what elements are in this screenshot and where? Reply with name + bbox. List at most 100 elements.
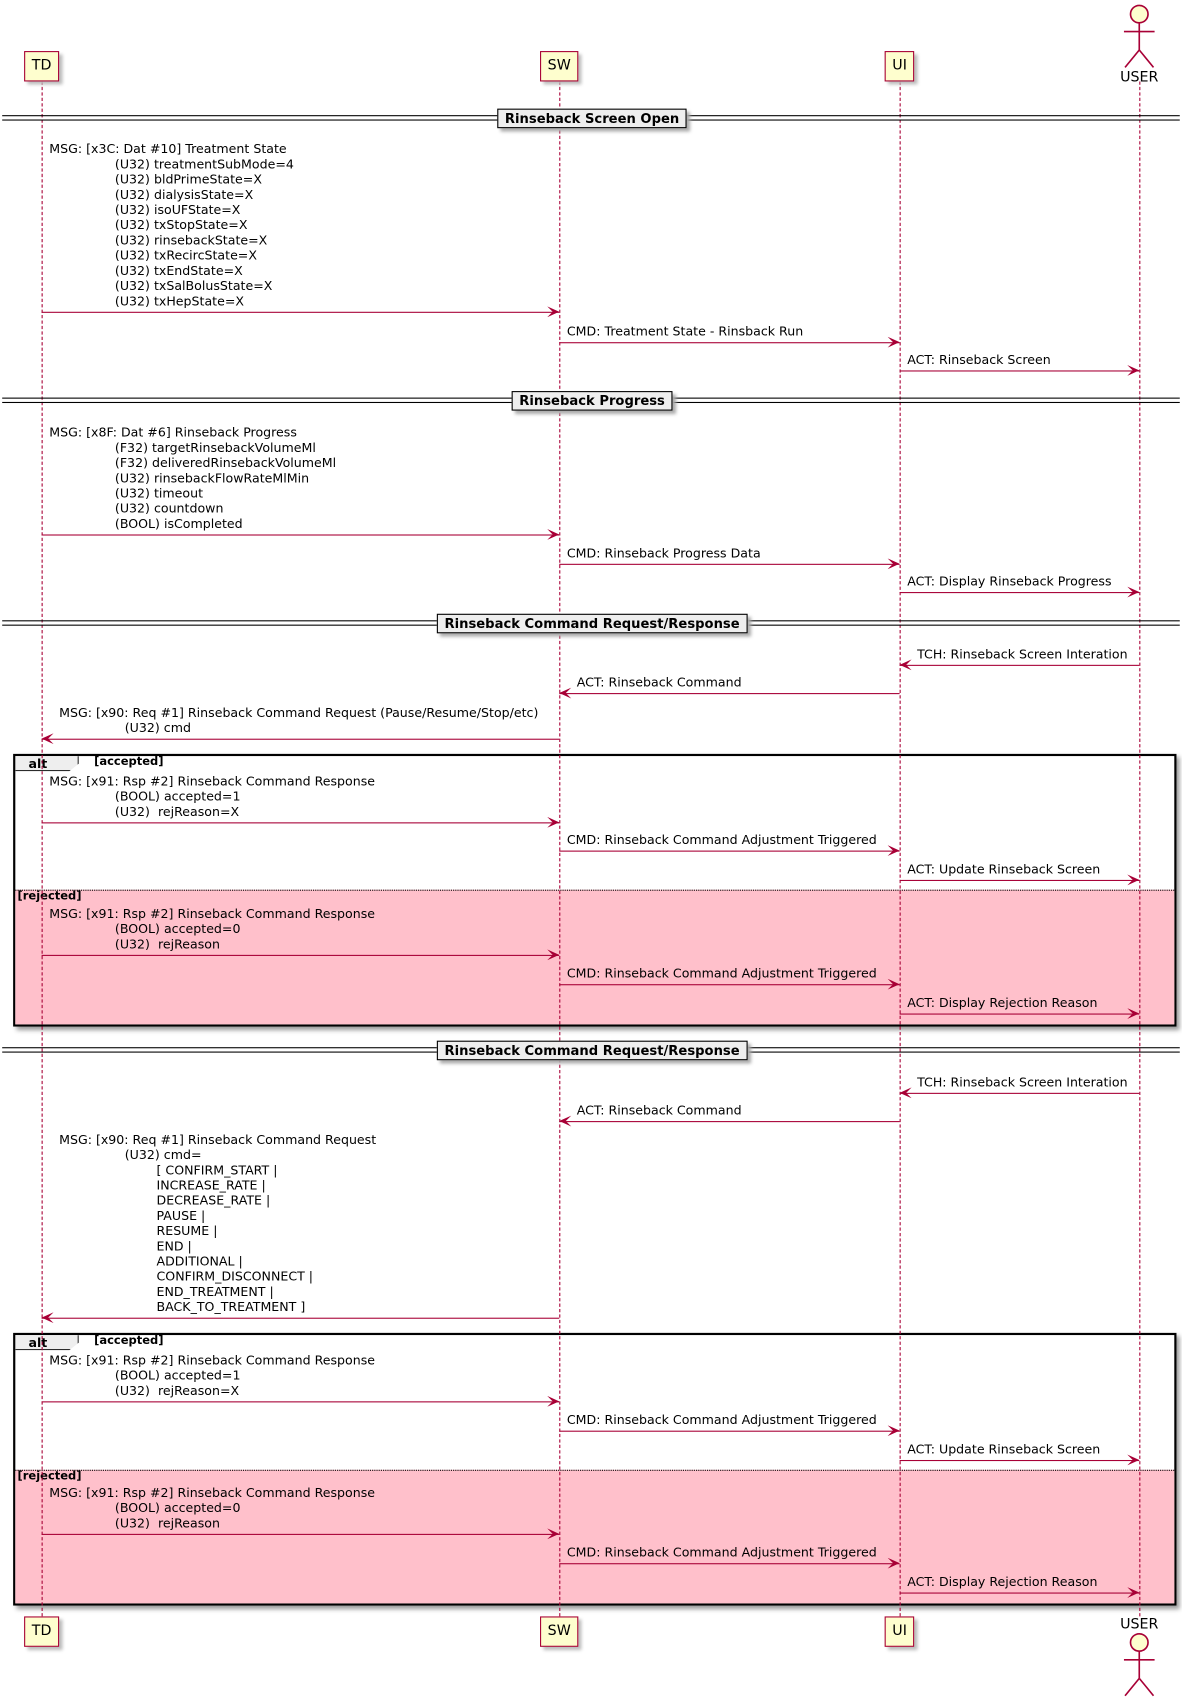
participant-sw-bottom: SW [540, 1616, 579, 1647]
participant-sw-top: SW [540, 51, 579, 82]
message-text: CONFIRM_DISCONNECT | [156, 1268, 314, 1285]
message-arrow [559, 1563, 900, 1565]
message-arrow [899, 370, 1140, 372]
message-arrow [899, 1013, 1140, 1015]
message-text: (BOOL) isCompleted [114, 515, 243, 532]
message-arrow [41, 738, 560, 740]
message-text: ACT: Update Rinseback Screen [907, 1441, 1101, 1457]
message-text: (BOOL) accepted=0 [114, 921, 241, 937]
arrowhead-icon [559, 1115, 572, 1127]
message-text: BACK_TO_TREATMENT ] [156, 1299, 306, 1315]
guard-accepted: [accepted] [94, 1333, 164, 1348]
arrowhead-icon [547, 949, 560, 961]
arrowhead-icon [559, 687, 572, 699]
actor-icon-top [1123, 4, 1155, 68]
message-arrow [899, 1092, 1140, 1094]
message-text: (U32) bldPrimeState=X [114, 171, 262, 187]
message-text: (U32) rejReason [114, 936, 220, 952]
message-text: (U32) cmd= [124, 1147, 202, 1163]
message-text: (U32) treatmentSubMode=4 [114, 156, 294, 172]
message-arrow [41, 954, 560, 956]
arrowhead-icon [1127, 874, 1140, 886]
arrowhead-icon [899, 1087, 912, 1099]
message-text: CMD: Rinseback Command Adjustment Trigge… [566, 965, 877, 981]
rejected-branch [15, 1469, 1175, 1604]
message-text: ACT: Rinseback Command [576, 1102, 742, 1118]
message-text: (U32) rejReason=X [114, 803, 240, 820]
message-text: TCH: Rinseback Screen Interation [917, 646, 1128, 662]
arrowhead-icon [899, 659, 912, 671]
message-text: ACT: Display Rinseback Progress [907, 573, 1112, 589]
message-text: MSG: [x90: Req #1] Rinseback Command Req… [59, 705, 539, 721]
message-text: ACT: Display Rejection Reason [907, 995, 1098, 1011]
message-text: CMD: Rinseback Progress Data [566, 545, 761, 561]
message-text: ADDITIONAL | [156, 1253, 243, 1269]
participant-td-top: TD [24, 51, 60, 82]
arrowhead-icon [1127, 1008, 1140, 1019]
message-text: MSG: [x91: Rsp #2] Rinseback Command Res… [49, 773, 376, 789]
message-arrow [559, 984, 900, 986]
alt-keyword: alt [15, 756, 79, 772]
lifeline-td [41, 81, 43, 1617]
message-text: MSG: [x90: Req #1] Rinseback Command Req… [59, 1131, 377, 1148]
message-arrow [559, 342, 900, 344]
message-text: MSG: [x91: Rsp #2] Rinseback Command Res… [49, 905, 376, 922]
message-text: (U32) txEndState=X [114, 262, 243, 279]
message-text: (BOOL) accepted=1 [114, 1367, 241, 1383]
message-text: CMD: Rinseback Command Adjustment Trigge… [566, 1544, 877, 1560]
message-arrow [41, 311, 560, 313]
message-arrow [899, 592, 1140, 594]
message-text: END | [156, 1238, 192, 1254]
alt-fragment: alt [13, 1332, 1177, 1606]
message-text: (U32) countdown [114, 500, 224, 516]
message-text: END_TREATMENT | [156, 1284, 274, 1300]
section-title: Rinseback Command Request/Response [436, 613, 748, 634]
message-text: (F32) deliveredRinsebackVolumeMl [114, 455, 337, 471]
message-text: (U32) txRecircState=X [114, 247, 257, 263]
message-arrow [559, 693, 900, 695]
arrowhead-icon [887, 336, 900, 348]
message-text: [ CONFIRM_START | [156, 1162, 278, 1178]
message-text: ACT: Rinseback Command [576, 674, 742, 690]
section-title: Rinseback Screen Open [497, 108, 687, 129]
arrowhead-icon [547, 529, 560, 540]
participant-td-bottom: TD [24, 1616, 60, 1647]
alt-fragment: alt [13, 753, 1177, 1027]
lifeline-sw [559, 81, 561, 1617]
lifeline-ui [899, 81, 901, 1617]
message-arrow [41, 822, 560, 824]
lifeline-user [1139, 81, 1141, 1617]
message-text: ACT: Update Rinseback Screen [907, 861, 1101, 877]
message-text: MSG: [x3C: Dat #10] Treatment State [49, 141, 287, 157]
participant-ui-bottom: UI [884, 1616, 915, 1647]
arrowhead-icon [1127, 586, 1140, 598]
guard-rejected: [rejected] [17, 889, 82, 903]
message-arrow [41, 1401, 560, 1403]
arrowhead-icon [887, 1425, 900, 1437]
message-text: (U32) cmd [124, 720, 191, 736]
section-title: Rinseback Command Request/Response [436, 1040, 748, 1061]
message-text: DECREASE_RATE | [156, 1192, 271, 1208]
message-text: CMD: Treatment State - Rinsback Run [566, 323, 804, 339]
arrowhead-icon [41, 733, 54, 745]
actor-icon-bottom [1123, 1632, 1155, 1697]
message-text: (U32) rejReason=X [114, 1382, 240, 1399]
message-text: (BOOL) accepted=1 [114, 788, 241, 804]
arrowhead-icon [887, 845, 900, 857]
arrowhead-icon [41, 1312, 54, 1324]
message-arrow [559, 850, 900, 852]
message-text: CMD: Rinseback Command Adjustment Trigge… [566, 1412, 877, 1428]
arrowhead-icon [1127, 1454, 1140, 1466]
message-text: INCREASE_RATE | [156, 1177, 266, 1193]
message-text: (U32) isoUFState=X [114, 202, 241, 218]
arrowhead-icon [887, 978, 900, 990]
message-text: CMD: Rinseback Command Adjustment Trigge… [566, 832, 877, 848]
message-text: ACT: Display Rejection Reason [907, 1574, 1098, 1590]
participant-ui-top: UI [884, 51, 915, 82]
guard-rejected: [rejected] [17, 1469, 82, 1483]
message-arrow [559, 1121, 900, 1123]
message-arrow [559, 1430, 900, 1432]
arrowhead-icon [547, 816, 560, 828]
message-text: TCH: Rinseback Screen Interation [917, 1074, 1128, 1090]
message-text: MSG: [x91: Rsp #2] Rinseback Command Res… [49, 1352, 376, 1368]
